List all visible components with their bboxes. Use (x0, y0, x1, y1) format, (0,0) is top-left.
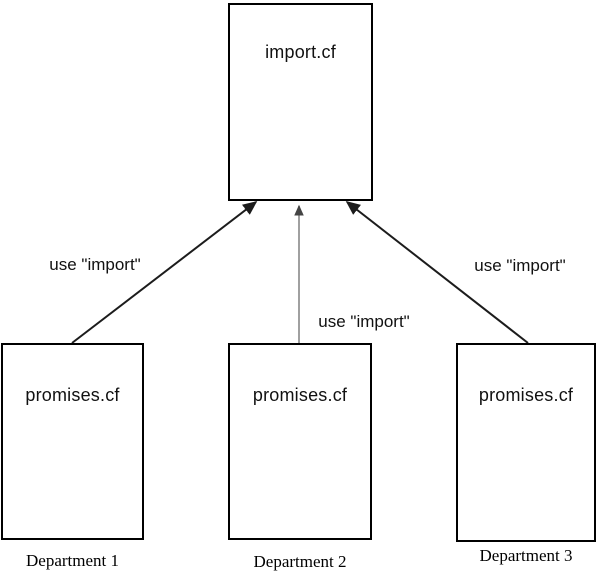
edge-label-use-import-3: use "import" (474, 256, 566, 275)
promises-cf-label: promises.cf (478, 385, 574, 405)
import-cf-label: import.cf (265, 42, 336, 62)
arrow-dept1-to-import (71, 201, 258, 344)
edge-label-use-import-2: use "import" (318, 312, 410, 331)
caption-department-2: Department 2 (253, 552, 347, 571)
caption-department-1: Department 1 (26, 551, 119, 570)
promises-cf-label: promises.cf (25, 385, 120, 405)
promises-cf-box-dept1: promises.cf (1, 343, 144, 540)
caption-department-3: Department 3 (479, 546, 573, 565)
import-cf-box: import.cf (228, 3, 373, 201)
promises-cf-box-dept2: promises.cf (228, 343, 372, 540)
edge-label-use-import-1: use "import" (49, 255, 141, 274)
arrow-dept3-to-import (345, 201, 529, 344)
promises-cf-label: promises.cf (252, 385, 348, 405)
promises-cf-box-dept3: promises.cf (456, 343, 596, 542)
